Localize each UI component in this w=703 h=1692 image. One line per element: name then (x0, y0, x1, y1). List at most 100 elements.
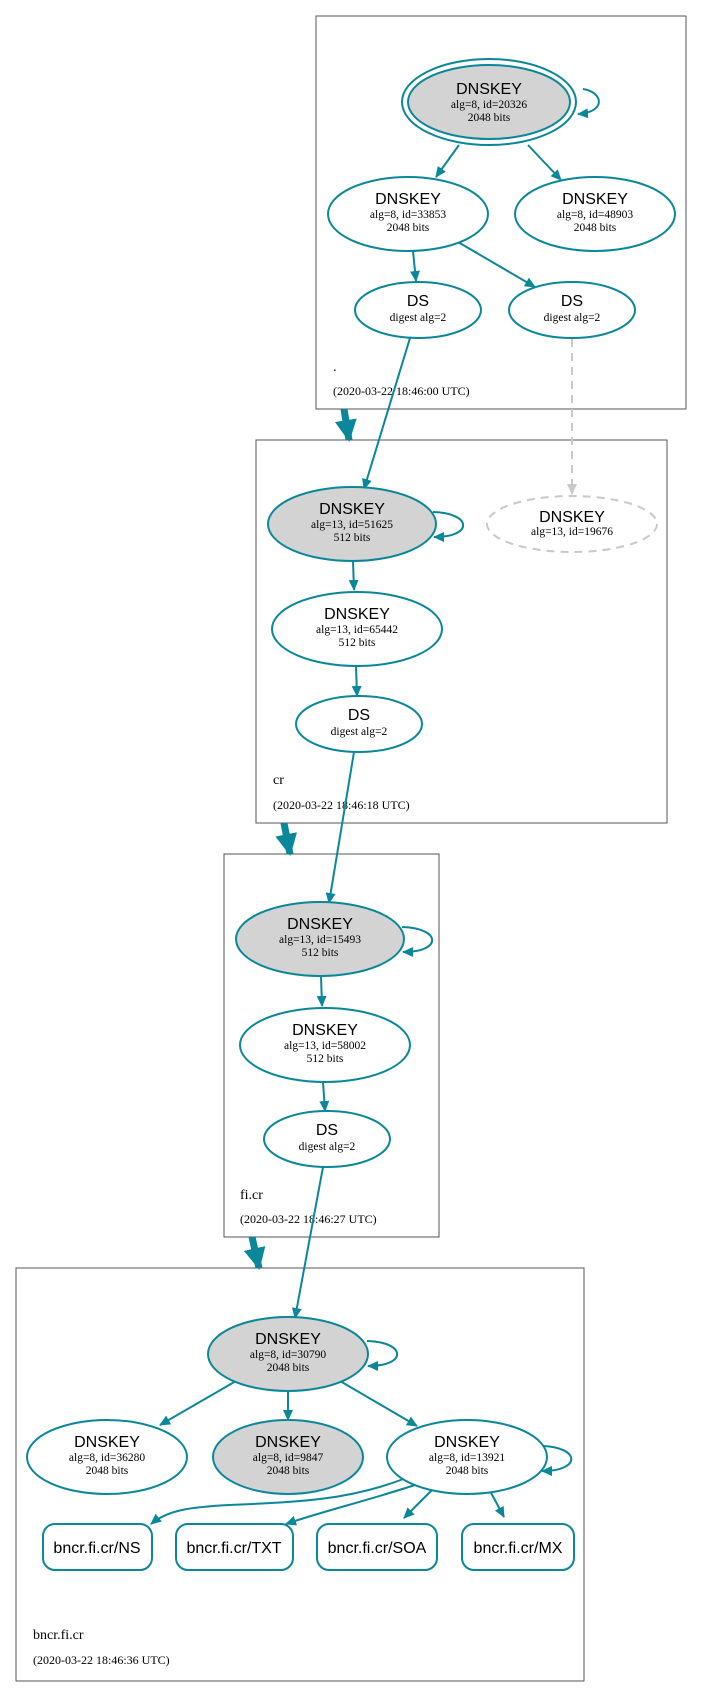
cr-ds-detail: digest alg=2 (331, 726, 388, 738)
root-ds2-detail: digest alg=2 (544, 312, 601, 324)
bncr-ksk-title: DNSKEY (255, 1331, 321, 1348)
zone-root-timestamp: (2020-03-22 18:46:00 UTC) (333, 384, 470, 398)
bncr-k1-title: DNSKEY (74, 1434, 140, 1451)
zone-bncr-timestamp: (2020-03-22 18:46:36 UTC) (33, 1653, 170, 1667)
edge-ficr-ds-bncr-ksk (291, 1166, 324, 1319)
edge-root-zsk1-ds2 (457, 241, 536, 288)
node-bncr-key-13921[interactable]: DNSKEY alg=8, id=13921 2048 bits (386, 1419, 548, 1495)
zone-ficr-name: fi.cr (240, 1188, 263, 1203)
edge-cr-ksk-zsk (348, 560, 359, 591)
bncr-k2-bits: 2048 bits (267, 1465, 310, 1477)
root-zsk1-bits: 2048 bits (387, 222, 430, 234)
edge-ficr-ksk-zsk (316, 975, 327, 1007)
ficr-ksk-title: DNSKEY (287, 916, 353, 933)
edge-self-bncr-ksk (366, 1340, 398, 1371)
edge-bncr-k3-soa (403, 1488, 434, 1519)
delegation-arrow-cr-ficr (275, 822, 297, 856)
node-bncr-key-36280[interactable]: DNSKEY alg=8, id=36280 2048 bits (26, 1419, 188, 1495)
root-zsk2-detail: alg=8, id=48903 (557, 209, 633, 221)
root-zsk1-title: DNSKEY (375, 191, 441, 208)
edge-self-ficr-ksk (401, 926, 433, 957)
bncr-ksk-bits: 2048 bits (267, 1362, 310, 1374)
node-ficr-ds[interactable]: DS digest alg=2 (263, 1110, 391, 1168)
zone-ficr: fi.cr (2020-03-22 18:46:27 UTC) (223, 853, 440, 1238)
node-cr-ksk[interactable]: DNSKEY alg=13, id=51625 512 bits (267, 486, 437, 562)
cr-ksk-title: DNSKEY (319, 501, 385, 518)
root-zsk2-bits: 2048 bits (574, 222, 617, 234)
ficr-zsk-detail: alg=13, id=58002 (284, 1040, 366, 1052)
node-root-zsk-48903[interactable]: DNSKEY alg=8, id=48903 2048 bits (514, 176, 676, 252)
edge-root-ksk-zsk2 (527, 144, 562, 181)
edge-bncr-k3-ns (150, 1477, 407, 1525)
ficr-ds-title: DS (316, 1122, 338, 1139)
root-ds2-title: DS (561, 293, 583, 310)
root-zsk2-title: DNSKEY (562, 191, 628, 208)
ficr-zsk-bits: 512 bits (307, 1053, 344, 1065)
rrset-mx[interactable]: bncr.fi.cr/MX (461, 1523, 575, 1571)
ficr-ds-detail: digest alg=2 (299, 1141, 356, 1153)
edge-bncr-k3-mx (488, 1488, 505, 1518)
node-root-zsk-33853[interactable]: DNSKEY alg=8, id=33853 2048 bits (327, 176, 489, 252)
rrset-ns[interactable]: bncr.fi.cr/NS (42, 1523, 153, 1571)
bncr-k2-detail: alg=8, id=9847 (253, 1452, 324, 1464)
edge-cr-zsk-ds (351, 665, 362, 697)
edge-self-root-ksk (577, 88, 600, 119)
node-bncr-key-9847[interactable]: DNSKEY alg=8, id=9847 2048 bits (212, 1419, 364, 1495)
root-ksk-detail: alg=8, id=20326 (451, 99, 527, 111)
rrset-mx-label: bncr.fi.cr/MX (474, 1540, 563, 1557)
rrset-ns-label: bncr.fi.cr/NS (53, 1540, 140, 1557)
node-ficr-ksk[interactable]: DNSKEY alg=13, id=15493 512 bits (235, 901, 405, 977)
zone-cr-timestamp: (2020-03-22 18:46:18 UTC) (273, 798, 410, 812)
ficr-zsk-title: DNSKEY (292, 1022, 358, 1039)
node-bncr-ksk[interactable]: DNSKEY alg=8, id=30790 2048 bits (207, 1316, 369, 1392)
root-ds1-title: DS (407, 293, 429, 310)
root-ds1-detail: digest alg=2 (390, 312, 447, 324)
edge-root-zsk1-ds1 (410, 250, 420, 282)
cr-zsk-title: DNSKEY (324, 606, 390, 623)
node-root-ds-1[interactable]: DS digest alg=2 (354, 281, 482, 339)
root-ksk-bits: 2048 bits (468, 112, 511, 124)
node-cr-zsk[interactable]: DNSKEY alg=13, id=65442 512 bits (271, 591, 443, 667)
zone-cr-name: cr (273, 773, 284, 788)
delegation-arrow-root-cr (334, 408, 357, 442)
root-ksk-title: DNSKEY (456, 81, 522, 98)
node-root-ds-2[interactable]: DS digest alg=2 (508, 281, 636, 339)
cr-ksk-detail: alg=13, id=51625 (311, 519, 393, 531)
rrset-txt[interactable]: bncr.fi.cr/TXT (175, 1523, 294, 1571)
cr-zsk-bits: 512 bits (339, 637, 376, 649)
zone-bncr: bncr.fi.cr (2020-03-22 18:46:36 UTC) (15, 1267, 585, 1682)
cr-missing-title: DNSKEY (539, 509, 605, 526)
edge-root-ksk-zsk1 (435, 144, 460, 178)
edge-ficr-zsk-ds (319, 1081, 330, 1112)
zone-cr: cr (2020-03-22 18:46:18 UTC) (255, 439, 668, 824)
zone-bncr-name: bncr.fi.cr (33, 1628, 84, 1643)
edge-self-cr-ksk (432, 511, 464, 542)
edge-bncr-ksk-k1 (159, 1380, 237, 1426)
root-zsk1-detail: alg=8, id=33853 (370, 209, 446, 221)
bncr-k2-title: DNSKEY (255, 1434, 321, 1451)
cr-ds-title: DS (348, 707, 370, 724)
edge-self-bncr-k3 (541, 1445, 573, 1476)
bncr-k3-title: DNSKEY (434, 1434, 500, 1451)
bncr-k1-detail: alg=8, id=36280 (69, 1452, 145, 1464)
edge-bncr-ksk-k3 (339, 1380, 418, 1427)
node-cr-missing-key[interactable]: DNSKEY alg=13, id=19676 (486, 495, 658, 553)
edge-bncr-k3-txt (285, 1483, 419, 1526)
ficr-ksk-bits: 512 bits (302, 947, 339, 959)
zone-root-name: . (333, 360, 337, 375)
rrset-txt-label: bncr.fi.cr/TXT (186, 1540, 281, 1557)
delegation-arrow-ficr-bncr (243, 1236, 266, 1270)
cr-zsk-detail: alg=13, id=65442 (316, 624, 398, 636)
node-ficr-zsk[interactable]: DNSKEY alg=13, id=58002 512 bits (239, 1007, 411, 1083)
bncr-k1-bits: 2048 bits (86, 1465, 129, 1477)
edge-cr-ds-ficr-ksk (325, 751, 355, 904)
rrset-soa-label: bncr.fi.cr/SOA (328, 1540, 427, 1557)
edge-root-ds1-cr-ksk (362, 337, 411, 490)
node-root-ksk[interactable]: DNSKEY alg=8, id=20326 2048 bits (401, 58, 577, 146)
node-cr-ds[interactable]: DS digest alg=2 (295, 695, 423, 753)
cr-ksk-bits: 512 bits (334, 532, 371, 544)
rrset-soa[interactable]: bncr.fi.cr/SOA (316, 1523, 438, 1571)
bncr-ksk-detail: alg=8, id=30790 (250, 1349, 326, 1361)
bncr-k3-bits: 2048 bits (446, 1465, 489, 1477)
